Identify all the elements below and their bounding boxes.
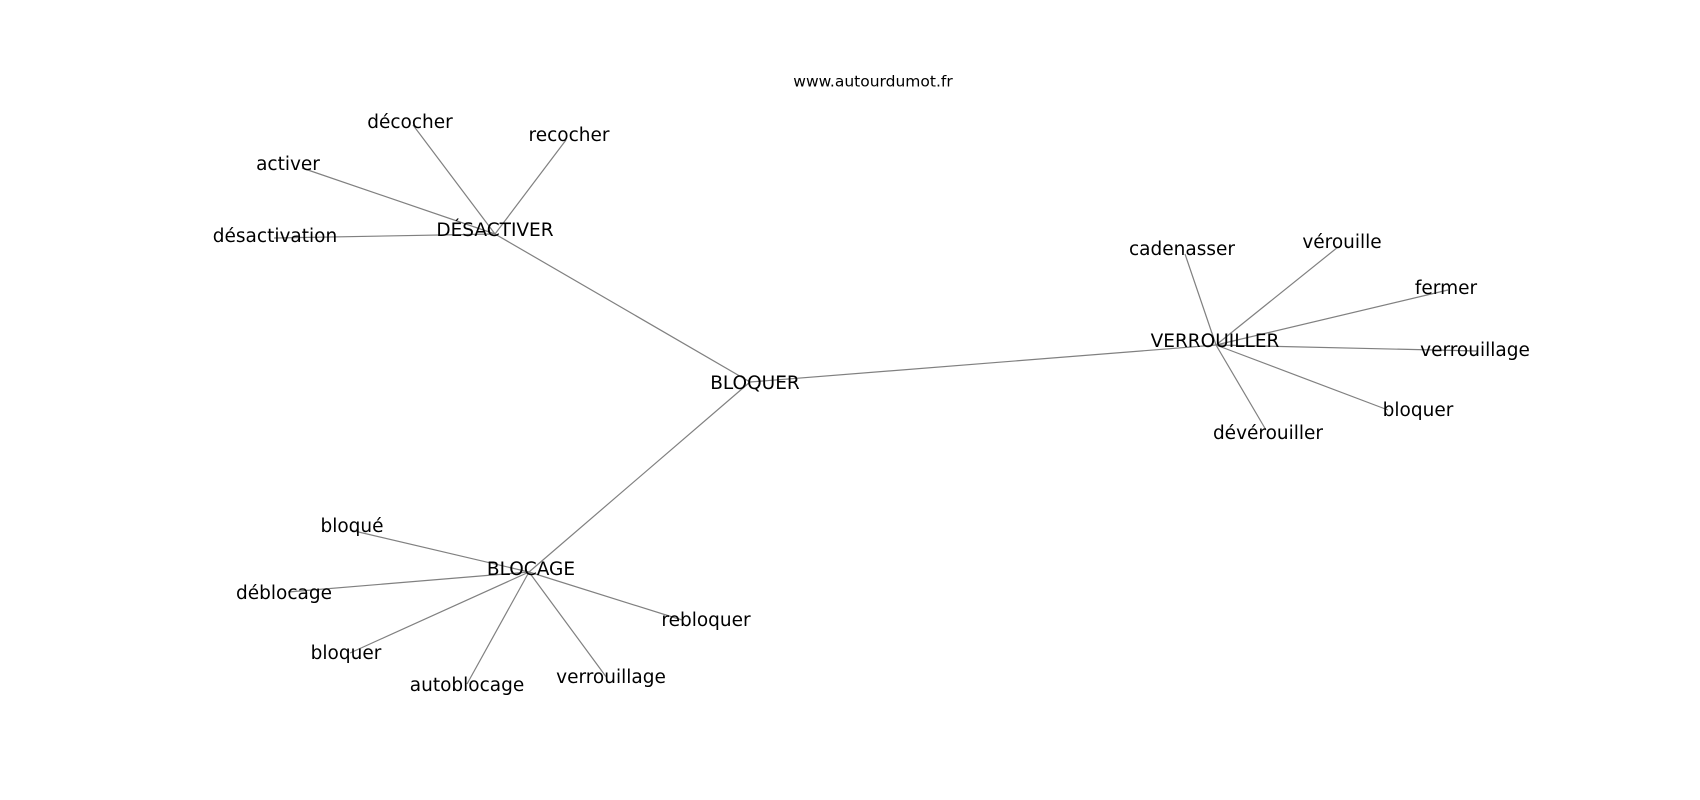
edge-hub0-leaf2 [301,167,496,235]
edge-hub1-leaf0 [1184,253,1217,346]
leaf-node-label: fermer [1415,278,1478,299]
leaf-node-label: dévérouiller [1213,423,1323,444]
graph-labels: BLOQUER DÉSACTIVER décocher recocher activer… [213,112,1530,696]
leaf-node-label: décocher [367,112,453,133]
edge-center-1 [749,344,1217,383]
hub-node-label: DÉSACTIVER [436,219,553,241]
leaf-node-label: cadenasser [1129,239,1235,260]
edge-center-2 [528,381,751,573]
leaf-node-label: déblocage [236,583,332,604]
edge-hub2-leaf0 [349,529,530,573]
leaf-node-label: rebloquer [661,610,751,631]
edge-hub2-leaf1 [287,571,530,593]
edge-hub0-leaf1 [494,139,567,235]
edge-hub1-leaf3 [1215,344,1479,352]
edge-hub2-leaf3 [466,571,530,685]
edge-hub1-leaf1 [1215,246,1339,346]
leaf-node-label: autoblocage [410,675,524,696]
graph-edges [273,124,1479,685]
hub-node-label: BLOCAGE [487,559,575,580]
edge-hub1-leaf2 [1215,289,1449,346]
leaf-node-label: verrouillage [556,667,666,688]
edge-center-0 [494,233,751,383]
leaf-node-label: bloquer [311,643,382,664]
leaf-node-label: vérouille [1302,232,1381,253]
edge-hub0-leaf3 [273,233,496,239]
edge-hub2-leaf5 [528,571,683,621]
edge-hub2-leaf4 [528,571,608,679]
leaf-node-label: bloqué [320,516,383,537]
center-node-label: BLOQUER [710,373,800,394]
edge-hub2-leaf2 [349,571,530,654]
leaf-node-label: bloquer [1383,400,1454,421]
source-label: www.autourdumot.fr [793,73,953,91]
leaf-node-label: activer [256,154,320,175]
hub-node-label: VERROUILLER [1151,331,1280,352]
edge-hub1-leaf5 [1215,344,1267,431]
leaf-node-label: désactivation [213,226,337,247]
edge-hub0-leaf0 [412,124,496,235]
edge-hub1-leaf4 [1215,344,1389,411]
leaf-node-label: verrouillage [1420,340,1530,361]
leaf-node-label: recocher [529,125,610,146]
